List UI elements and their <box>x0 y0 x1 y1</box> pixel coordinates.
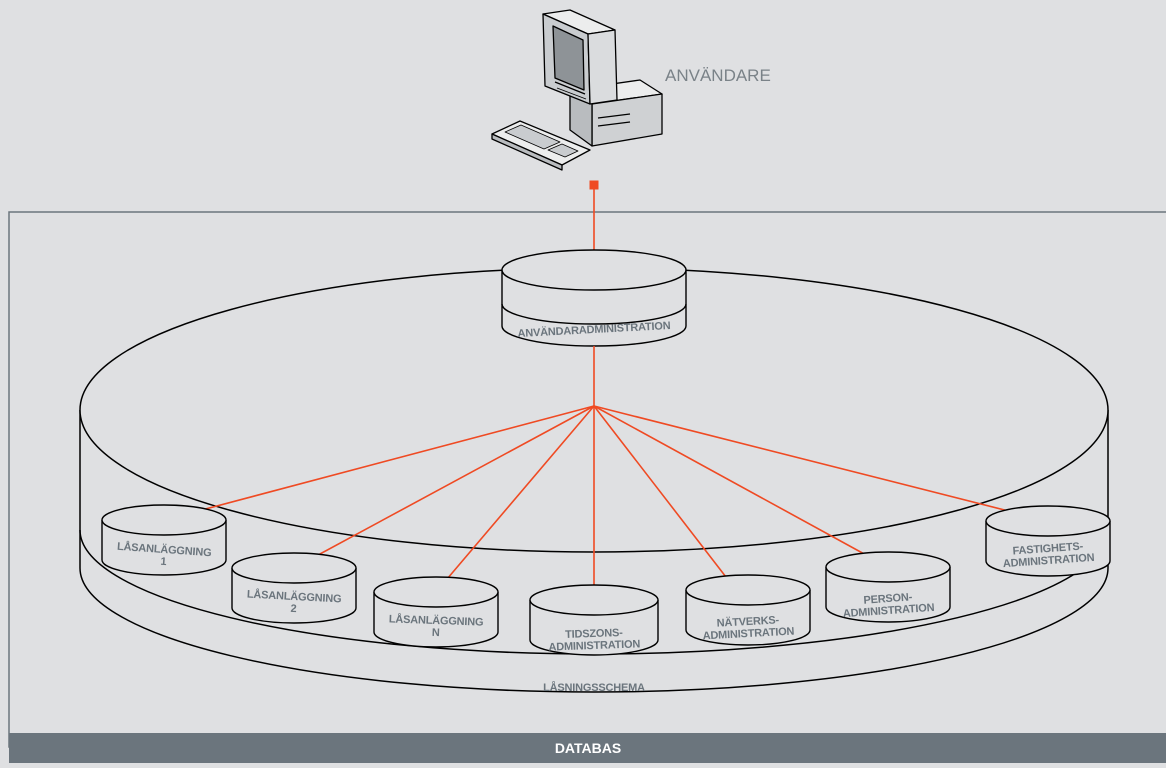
schema-label: LÅSNINGSSCHEMA <box>543 681 645 694</box>
module-cylinder: PERSON-ADMINISTRATION <box>825 551 951 623</box>
user-label: ANVÄNDARE <box>665 66 771 85</box>
database-bar <box>9 733 1166 763</box>
module-label: NÄTVERKS- <box>716 613 779 629</box>
central-node-cylinder: ANVÄNDARADMINISTRATION <box>501 249 687 347</box>
module-cylinder: TIDSZONS-ADMINISTRATION <box>529 584 659 656</box>
module-label: ADMINISTRATION <box>702 626 794 643</box>
module-group: LÅSANLÄGGNING1LÅSANLÄGGNING2LÅSANLÄGGNIN… <box>101 504 1111 656</box>
module-label: 1 <box>160 556 167 568</box>
module-label: ADMINISTRATION <box>548 638 640 653</box>
module-label: PERSON- <box>863 591 913 606</box>
module-label: TIDSZONS- <box>565 627 623 641</box>
module-cylinder: NÄTVERKS-ADMINISTRATION <box>685 574 811 646</box>
connector-line <box>163 405 595 521</box>
connection-port <box>589 180 599 190</box>
module-label: LÅSANLÄGGNING <box>247 588 342 606</box>
module-label: FASTIGHETS- <box>1012 541 1084 558</box>
connector-line <box>593 405 889 568</box>
connector-line <box>435 405 595 593</box>
connector-line <box>593 405 737 591</box>
database-bar-label: DATABAS <box>555 740 621 756</box>
module-label: LÅSANLÄGGNING <box>389 612 484 628</box>
connector-line <box>593 405 1049 522</box>
module-label: N <box>432 627 440 639</box>
desktop-computer-icon <box>491 9 663 171</box>
connector-group <box>163 405 1049 600</box>
module-cylinder: FASTIGHETS-ADMINISTRATION <box>985 505 1111 577</box>
connector-line <box>293 405 595 569</box>
module-label: 2 <box>290 603 297 615</box>
